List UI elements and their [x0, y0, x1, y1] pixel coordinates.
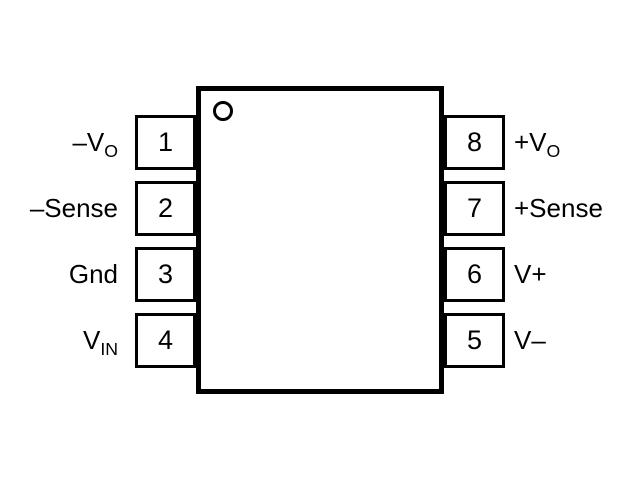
pin-5-label-text: V–	[514, 325, 546, 355]
pin-3-number: 3	[157, 259, 174, 289]
pin-8-label-text: +V	[514, 127, 547, 157]
ic-body	[196, 86, 444, 394]
pin-7-number: 7	[466, 193, 483, 223]
pin-4-label-text: V	[82, 325, 101, 355]
pin-2-label-text: –Sense	[29, 193, 118, 223]
pin-2-box: 2	[135, 181, 196, 236]
pin-1-indicator-icon	[213, 101, 233, 121]
pin-4-label: VIN	[0, 313, 118, 368]
pin-3-label: Gnd	[0, 247, 118, 302]
pin-7-label: +Sense	[514, 181, 640, 236]
pin-3-label-text: Gnd	[68, 259, 118, 289]
pin-7-label-text: +Sense	[514, 193, 603, 223]
pin-1-label-text: –V	[72, 127, 105, 157]
pin-1-box: 1	[135, 115, 196, 170]
pin-4-label-sub: IN	[100, 339, 118, 360]
pin-2-number: 2	[157, 193, 174, 223]
pin-5-label: V–	[514, 313, 640, 368]
pin-1-number: 1	[157, 127, 174, 157]
pin-2-label: –Sense	[0, 181, 118, 236]
pin-4-box: 4	[135, 313, 196, 368]
pin-5-number: 5	[466, 325, 483, 355]
pin-6-label: V+	[514, 247, 640, 302]
pin-6-number: 6	[466, 259, 483, 289]
pin-7-box: 7	[444, 181, 505, 236]
pin-4-number: 4	[157, 325, 174, 355]
pin-3-box: 3	[135, 247, 196, 302]
pin-5-box: 5	[444, 313, 505, 368]
pin-6-label-text: V+	[514, 259, 547, 289]
pin-8-label-sub: O	[546, 141, 561, 162]
pin-6-box: 6	[444, 247, 505, 302]
pin-1-label: –VO	[0, 115, 118, 170]
pin-1-label-sub: O	[104, 141, 118, 162]
pin-8-label: +VO	[514, 115, 640, 170]
pin-8-box: 8	[444, 115, 505, 170]
pin-8-number: 8	[466, 127, 483, 157]
